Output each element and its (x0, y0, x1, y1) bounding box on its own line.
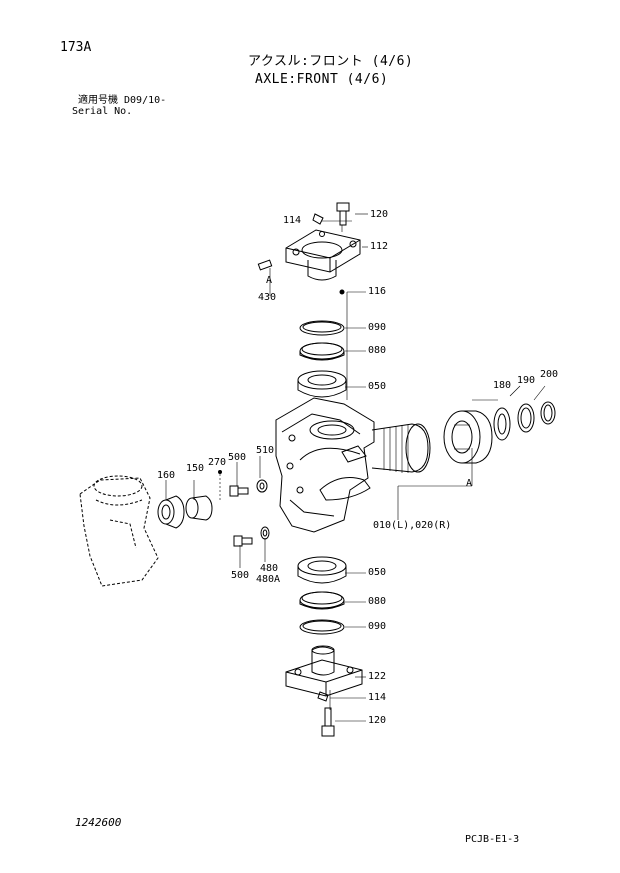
kingpin-cap-112 (285, 229, 361, 281)
axle-housing-outline (79, 475, 159, 587)
callout-200: 200 (540, 369, 559, 380)
pin-114-top (312, 213, 324, 225)
callout-150: 150 (186, 463, 205, 474)
pin-114-lower (317, 691, 329, 702)
leader-lines (165, 213, 546, 722)
callout-190: 190 (517, 375, 536, 386)
bolt-120-lower (321, 707, 335, 737)
bolt-500-lower (233, 535, 253, 547)
callout-090-upper: 090 (368, 322, 387, 333)
callout-116: 116 (368, 286, 387, 297)
ring-080-upper (299, 342, 345, 361)
callout-080-lower: 080 (368, 596, 387, 607)
ring-080-lower (299, 591, 345, 610)
bearing-050-lower (297, 556, 347, 584)
callout-114-lower: 114 (368, 692, 387, 703)
callout-160: 160 (157, 470, 176, 481)
seal-090-upper (299, 320, 345, 336)
callout-120-top: 120 (370, 209, 389, 220)
callout-112: 112 (370, 241, 389, 252)
callout-120-lower: 120 (368, 715, 387, 726)
nut-510 (256, 479, 268, 493)
washer-190 (493, 407, 511, 441)
washer-480 (260, 526, 270, 540)
callout-090-lower: 090 (368, 621, 387, 632)
grease-nipple-430 (257, 259, 273, 271)
callout-430: 430 (258, 292, 277, 303)
bearing-180 (443, 410, 493, 464)
callout-122: 122 (368, 671, 387, 682)
callout-114-top: 114 (283, 215, 302, 226)
snap-ring-200-a (517, 403, 535, 433)
snap-ring-200-b (540, 401, 556, 425)
seal-090-lower (299, 619, 345, 635)
page-code: 173A (60, 40, 92, 55)
bolt-120-top (336, 202, 350, 226)
callout-a-upper: A (266, 275, 273, 286)
shim-116 (339, 289, 345, 295)
drawing-number: 1242600 (75, 816, 122, 829)
serial-label: Serial No. (72, 106, 133, 117)
pin-270 (218, 470, 222, 474)
callout-480a: 480A (256, 574, 281, 585)
callout-500-lower: 500 (231, 570, 250, 581)
callout-500-upper: 500 (228, 452, 247, 463)
catalog-code: PCJB-E1-3 (465, 834, 520, 845)
bushing-160 (157, 495, 185, 529)
callout-480: 480 (260, 563, 279, 574)
callout-010-020: 010(L),020(R) (373, 520, 452, 531)
callout-270: 270 (208, 457, 227, 468)
callout-050-lower: 050 (368, 567, 387, 578)
callout-180: 180 (493, 380, 512, 391)
callout-a-lower: A (466, 478, 473, 489)
serial-label-japanese: 適用号機 D09/10- (78, 95, 167, 106)
page-title: AXLE:FRONT (4/6) (255, 72, 389, 87)
callout-080-upper: 080 (368, 345, 387, 356)
bushing-150 (185, 495, 213, 521)
bearing-050-upper (297, 370, 347, 398)
kingpin-cap-122 (285, 645, 363, 697)
callout-510: 510 (256, 445, 275, 456)
steering-knuckle-010-020 (275, 397, 431, 533)
bolt-500-upper (229, 485, 249, 497)
title-japanese: アクスル:フロント (4/6) (248, 54, 414, 69)
callout-050-upper: 050 (368, 381, 387, 392)
